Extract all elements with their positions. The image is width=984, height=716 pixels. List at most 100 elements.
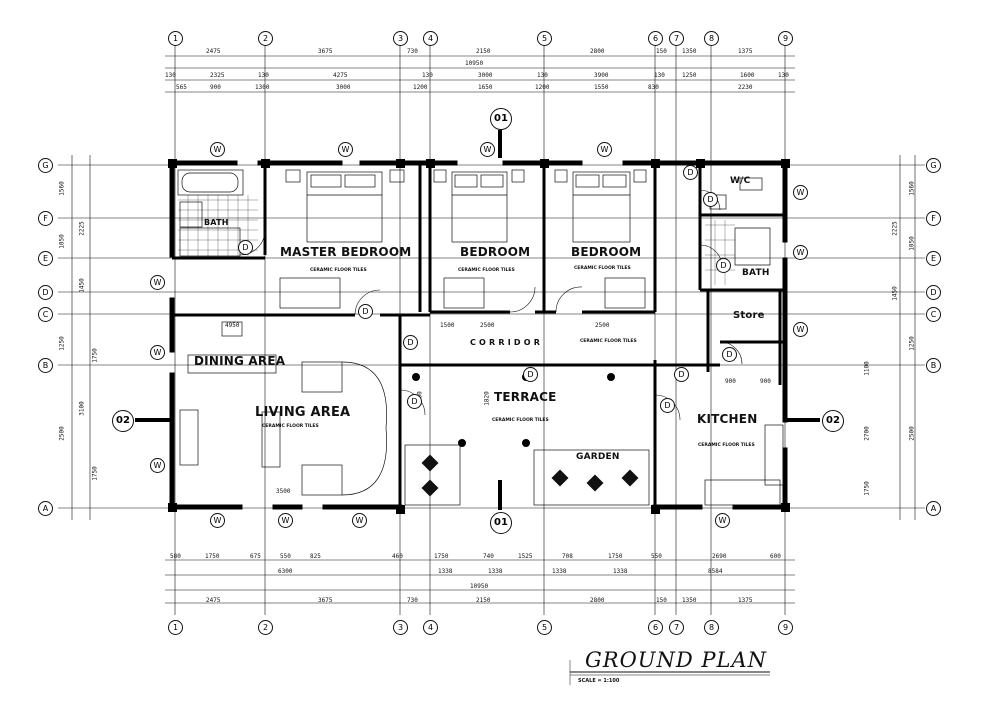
dim-bot-1h: 740 <box>483 553 494 560</box>
dim-bot-2e: 1338 <box>613 568 628 575</box>
grid-col-3-top: 3 <box>393 31 408 46</box>
dim-inner-b: 1500 <box>440 322 455 329</box>
floor-note-bedroom-2: CERAMIC FLOOR TILES <box>574 266 631 271</box>
dim-bot-1e: 825 <box>310 553 321 560</box>
grid-row-d-left: D <box>38 285 53 300</box>
grid-row-g-right: G <box>926 158 941 173</box>
grid-col-8-top: 8 <box>704 31 719 46</box>
dim-right-c: 1050 <box>908 236 916 251</box>
dim-top-1b: 3675 <box>318 48 333 55</box>
grid-row-e-right: E <box>926 251 941 266</box>
grid-row-d-right: D <box>926 285 941 300</box>
dim-left-c: 1050 <box>58 234 66 249</box>
dim-top-3f: 1650 <box>478 84 493 91</box>
room-label-living: LIVING AREA <box>255 405 351 420</box>
door-tag-10: D <box>722 347 737 362</box>
dim-right-f: 1100 <box>863 361 871 376</box>
dim-top-2b: 2325 <box>210 72 225 79</box>
window-tag-7: W <box>150 458 165 473</box>
room-label-bedroom-1: BEDROOM <box>460 245 531 259</box>
window-tag-8: W <box>210 513 225 528</box>
window-tag-9: W <box>278 513 293 528</box>
dim-inner-e: 900 <box>725 378 736 385</box>
dim-top-2c: 130 <box>258 72 269 79</box>
dim-bot-2b: 1338 <box>438 568 453 575</box>
dim-top-2f: 3000 <box>478 72 493 79</box>
dim-left-g: 3100 <box>78 401 86 416</box>
dim-inner-d: 2500 <box>595 322 610 329</box>
grid-row-b-right: B <box>926 358 941 373</box>
dim-bot-1b: 1750 <box>205 553 220 560</box>
dim-bot-3d: 2150 <box>476 597 491 604</box>
floor-note-terrace: CERAMIC FLOOR TILES <box>492 418 549 423</box>
dim-right-i: 1750 <box>863 481 871 496</box>
dim-bot-1g: 1750 <box>434 553 449 560</box>
dim-bot-1c: 675 <box>250 553 261 560</box>
grid-row-a-right: A <box>926 501 941 516</box>
grid-col-6-top: 6 <box>648 31 663 46</box>
dim-bot-2a: 6300 <box>278 568 293 575</box>
dim-bot-3f: 150 <box>656 597 667 604</box>
grid-col-7-top: 7 <box>669 31 684 46</box>
door-tag-6: D <box>674 367 689 382</box>
window-tag-4: W <box>597 142 612 157</box>
grid-col-5-top: 5 <box>537 31 552 46</box>
dim-right-h: 2700 <box>863 426 871 441</box>
section-mark-left: 02 <box>112 410 134 432</box>
dim-top-2e: 130 <box>422 72 433 79</box>
dim-top-3g: 1200 <box>535 84 550 91</box>
grid-row-f-right: F <box>926 211 941 226</box>
window-tag-14: W <box>715 513 730 528</box>
dim-bot-1l: 550 <box>651 553 662 560</box>
window-tag-5: W <box>150 275 165 290</box>
door-tag-11: D <box>523 367 538 382</box>
dim-right-a: 1560 <box>908 181 916 196</box>
window-tag-10: W <box>352 513 367 528</box>
grid-row-c-left: C <box>38 307 53 322</box>
dim-bot-2f: 8584 <box>708 568 723 575</box>
dim-left-b: 2225 <box>78 221 86 236</box>
dim-bot-1d: 550 <box>280 553 291 560</box>
grid-row-g-left: G <box>38 158 53 173</box>
dim-left-f: 1750 <box>91 348 99 363</box>
window-tag-11: W <box>793 185 808 200</box>
grid-row-c-right: C <box>926 307 941 322</box>
dim-bot-3a: 2475 <box>206 597 221 604</box>
columns <box>168 159 790 514</box>
dim-top-1g: 1350 <box>682 48 697 55</box>
dim-inner-c: 2500 <box>480 322 495 329</box>
dim-bot-2c: 1338 <box>488 568 503 575</box>
dim-top-3a: 565 <box>176 84 187 91</box>
dim-inner-g: 1820 <box>483 391 491 406</box>
dim-left-a: 1560 <box>58 181 66 196</box>
door-tag-4: D <box>407 394 422 409</box>
room-label-bath-right: BATH <box>742 268 770 278</box>
dim-top-1c: 730 <box>407 48 418 55</box>
grid-col-5-bottom: 5 <box>537 620 552 635</box>
room-label-master-bedroom: MASTER BEDROOM <box>280 245 412 259</box>
dim-bot-3b: 3675 <box>318 597 333 604</box>
dim-right-g: 2500 <box>908 426 916 441</box>
dim-bot-1n: 600 <box>770 553 781 560</box>
window-tag-12: W <box>793 245 808 260</box>
grid-row-e-left: E <box>38 251 53 266</box>
floor-note-living: CERAMIC FLOOR TILES <box>262 424 319 429</box>
exterior-walls <box>169 160 788 510</box>
room-label-terrace: TERRACE <box>494 390 557 404</box>
grid-col-1-bottom: 1 <box>168 620 183 635</box>
grid-row-f-left: F <box>38 211 53 226</box>
window-tag-3: W <box>480 142 495 157</box>
drawing-title: GROUND PLAN <box>585 648 768 672</box>
dim-top-2h: 3900 <box>594 72 609 79</box>
door-tag-5: D <box>660 398 675 413</box>
dim-right-d: 1450 <box>891 286 899 301</box>
dim-bot-1k: 1750 <box>608 553 623 560</box>
drawing-scale: SCALE = 1:100 <box>578 678 620 684</box>
grid-col-1-top: 1 <box>168 31 183 46</box>
dim-inner-i: 3500 <box>276 488 291 495</box>
window-tag-1: W <box>210 142 225 157</box>
grid-col-9-top: 9 <box>778 31 793 46</box>
door-tag-7: D <box>683 165 698 180</box>
grid-col-2-top: 2 <box>258 31 273 46</box>
